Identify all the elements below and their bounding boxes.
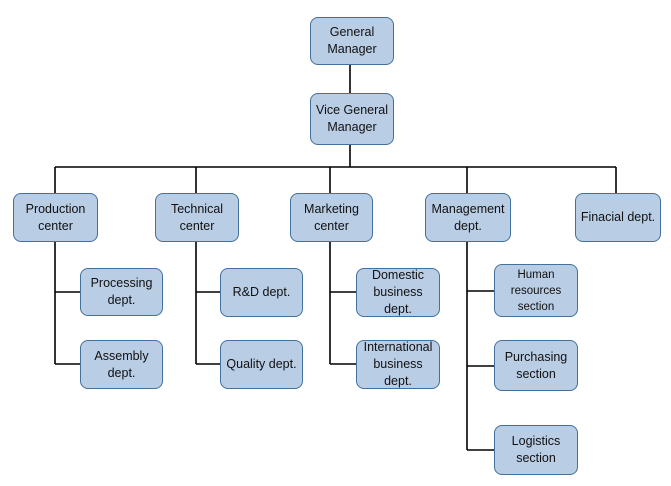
node-vice-general-manager: Vice General Manager [310, 93, 394, 145]
node-logistics-section: Logistics section [494, 425, 578, 475]
node-domestic-business-dept: Domestic business dept. [356, 268, 440, 317]
node-rd-dept: R&D dept. [220, 268, 303, 317]
node-financial-dept: Finacial dept. [575, 193, 661, 242]
node-general-manager: General Manager [310, 17, 394, 65]
node-quality-dept: Quality dept. [220, 340, 303, 389]
node-management-dept: Management dept. [425, 193, 511, 242]
node-purchasing-section: Purchasing section [494, 340, 578, 391]
node-international-business-dept: International business dept. [356, 340, 440, 389]
node-human-resources-section: Human resources section [494, 264, 578, 317]
node-assembly-dept: Assembly dept. [80, 340, 163, 389]
node-production-center: Production center [13, 193, 98, 242]
node-marketing-center: Marketing center [290, 193, 373, 242]
node-technical-center: Technical center [155, 193, 239, 242]
node-processing-dept: Processing dept. [80, 268, 163, 316]
